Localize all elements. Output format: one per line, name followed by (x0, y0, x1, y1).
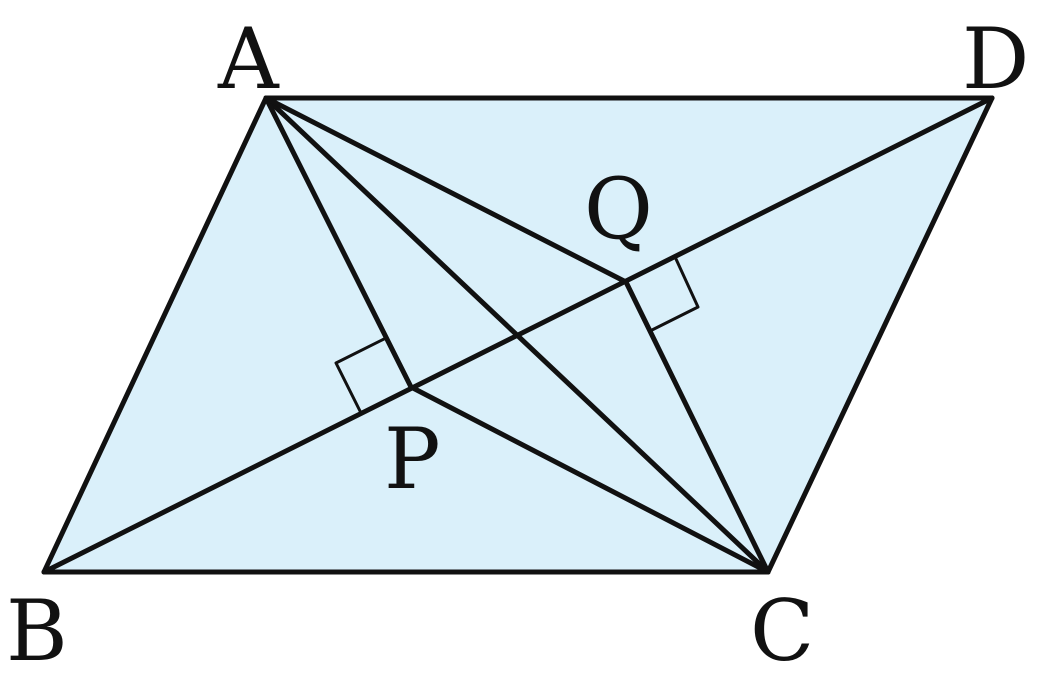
vertex-label-a: A (217, 10, 280, 108)
right-angle-mark-q (648, 257, 700, 333)
segment-pc (408, 384, 771, 575)
side-dc (765, 95, 995, 575)
vertex-label-b: B (6, 582, 68, 680)
right-angle-mark-p (334, 337, 386, 413)
vertex-label-c: C (750, 582, 814, 680)
diagonal-bd (41, 95, 995, 575)
segment-ap (263, 95, 414, 390)
vertex-label-d: D (962, 10, 1029, 108)
segment-aq (263, 95, 629, 285)
vertex-label-q: Q (584, 160, 653, 258)
vertex-label-p: P (384, 410, 441, 508)
side-ab (41, 95, 269, 575)
